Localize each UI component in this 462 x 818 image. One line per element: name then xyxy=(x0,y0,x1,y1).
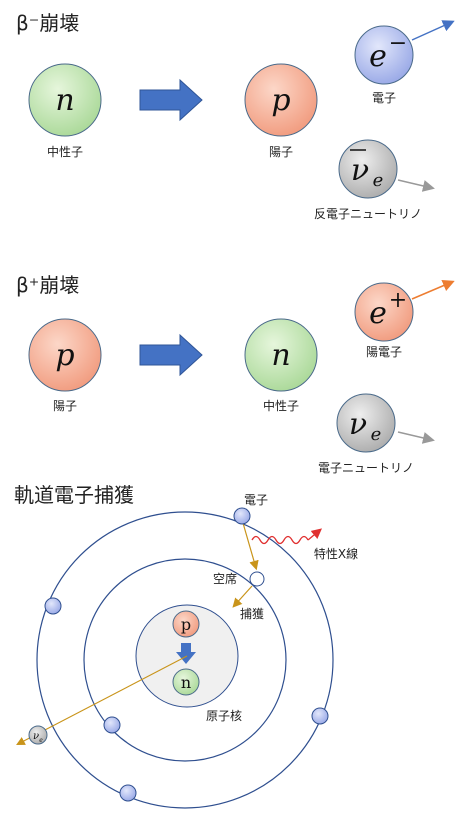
xray-arrow xyxy=(307,528,322,541)
transition-arrow xyxy=(242,522,259,571)
bm-antineutrino-label: 反電子ニュートリノ xyxy=(314,207,422,221)
nucleus-label: 原子核 xyxy=(206,709,242,723)
bp-positron: e + xyxy=(354,282,414,342)
bm-antineutrino: ν e xyxy=(338,139,398,199)
bp-neutrino-sub: e xyxy=(371,424,382,445)
bm-proton-label: 陽子 xyxy=(269,145,293,159)
beta-minus-title: β⁻崩壊 xyxy=(16,11,79,35)
bm-electron-symbol: e xyxy=(369,39,387,74)
bm-antineutrino-sub: e xyxy=(373,170,384,191)
ec-conversion-arrow xyxy=(176,643,196,664)
orbital-electron xyxy=(103,716,121,734)
bp-neutron-label: 中性子 xyxy=(263,398,299,413)
outer-orbit xyxy=(36,511,334,809)
ec-proton: p xyxy=(172,610,200,638)
vacancy-label: 空席 xyxy=(213,571,237,586)
beta-plus-title: β⁺崩壊 xyxy=(16,273,79,297)
bp-neutron: n xyxy=(244,318,318,392)
bp-neutron-symbol: n xyxy=(271,338,290,373)
bm-antineutrino-symbol: ν xyxy=(351,153,369,188)
capture-arrow xyxy=(232,585,253,608)
ec-neutrino-sub: e xyxy=(39,737,43,744)
bp-neutrino: ν e xyxy=(336,393,396,453)
orbital-electron xyxy=(119,784,137,802)
orbital-electron xyxy=(44,597,62,615)
bm-neutron-symbol: n xyxy=(55,83,74,118)
bp-neutrino-arrow xyxy=(397,431,435,444)
inner-orbit xyxy=(83,558,287,762)
ec-proton-symbol: p xyxy=(181,615,191,634)
ec-neutron-symbol: n xyxy=(181,673,191,692)
bp-positron-sup: + xyxy=(389,288,407,313)
bm-antineutrino-arrow xyxy=(397,179,435,192)
ec-neutron: n xyxy=(172,668,200,696)
vacancy xyxy=(249,571,265,587)
outer-electron-falling xyxy=(233,507,251,525)
bm-electron-arrow xyxy=(411,20,455,41)
ec-neutrino: ν e xyxy=(28,725,48,745)
bp-positron-label: 陽電子 xyxy=(366,345,402,359)
bp-proton-label: 陽子 xyxy=(53,399,77,413)
capture-label: 捕獲 xyxy=(240,606,264,621)
bp-proton: p xyxy=(28,318,102,392)
orbital-electron xyxy=(311,707,329,725)
xray-wave xyxy=(251,535,309,545)
bm-proton-symbol: p xyxy=(271,83,290,118)
bm-decay-arrow xyxy=(139,78,203,122)
bp-positron-symbol: e xyxy=(369,296,387,331)
bp-proton-symbol: p xyxy=(55,338,74,373)
ec-neutrino-symbol: ν xyxy=(33,731,39,742)
bp-decay-arrow xyxy=(139,333,203,377)
bm-electron-sup: − xyxy=(389,31,407,56)
bm-neutron-label: 中性子 xyxy=(47,144,83,159)
bm-electron: e − xyxy=(354,25,414,85)
bm-electron-label: 電子 xyxy=(372,91,396,105)
bp-neutrino-symbol: ν xyxy=(349,407,367,442)
xray-label: 特性X線 xyxy=(314,546,358,561)
bm-neutron: n xyxy=(28,63,102,137)
bm-proton: p xyxy=(244,63,318,137)
ec-electron-label: 電子 xyxy=(244,493,268,507)
electron-capture-title: 軌道電子捕獲 xyxy=(14,483,134,507)
bp-positron-arrow xyxy=(411,279,455,300)
neutrino-emission-line xyxy=(16,655,188,746)
bp-neutrino-label: 電子ニュートリノ xyxy=(318,461,414,475)
